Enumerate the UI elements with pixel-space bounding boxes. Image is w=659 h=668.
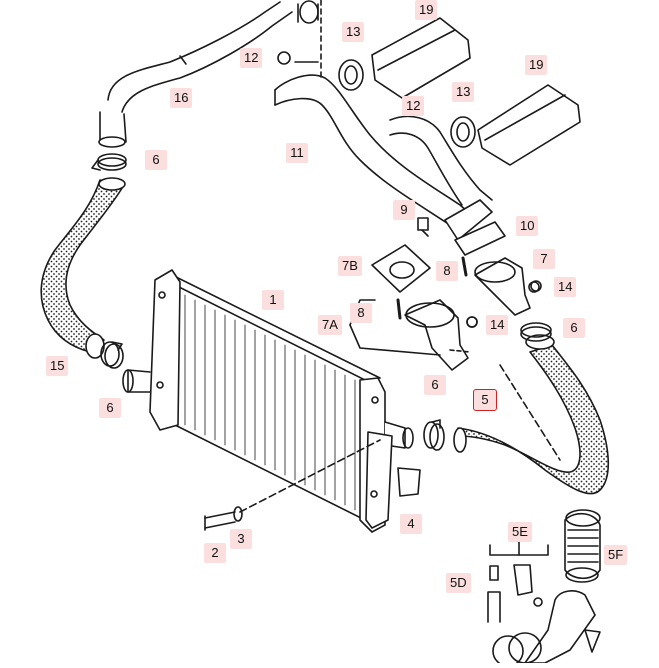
part-label-6-top[interactable]: 6 [145, 150, 167, 170]
sensor-5e [489, 539, 549, 607]
stud-8-lower [396, 298, 402, 320]
bolt-9 [417, 217, 429, 237]
part-label-16[interactable]: 16 [170, 88, 193, 108]
part-label-5e[interactable]: 5E [508, 522, 532, 542]
part-label-19-right[interactable]: 19 [525, 55, 548, 75]
part-label-12[interactable]: 12 [240, 48, 263, 68]
part-label-10[interactable]: 10 [516, 216, 539, 236]
bolt-14-lower [466, 316, 478, 328]
part-label-4[interactable]: 4 [400, 514, 422, 534]
part-label-9[interactable]: 9 [393, 200, 415, 220]
guide-line-hose [499, 364, 561, 461]
part-label-8-upper[interactable]: 8 [436, 261, 458, 281]
part-label-5f[interactable]: 5F [604, 545, 628, 565]
nut-12-top [277, 51, 291, 65]
part-label-15[interactable]: 15 [46, 356, 69, 376]
stud-8-upper [461, 256, 468, 277]
hose-clamp-upper-right [520, 322, 552, 342]
valve-cover-19-top [371, 17, 471, 99]
pipe-16 [98, 0, 319, 148]
bolt-2 [204, 511, 236, 531]
part-label-14-lower[interactable]: 14 [486, 315, 509, 335]
hose-5f [564, 509, 601, 583]
part-label-5d[interactable]: 5D [446, 573, 471, 593]
clip-5d [487, 591, 501, 623]
part-label-6-left[interactable]: 6 [99, 398, 121, 418]
part-label-8-lower[interactable]: 8 [350, 303, 372, 323]
valve-cover-19-right [477, 84, 581, 166]
part-label-6-lower[interactable]: 6 [424, 375, 446, 395]
guide-line-bolt [239, 439, 381, 513]
part-label-13[interactable]: 13 [342, 22, 365, 42]
bracket-4 [397, 467, 421, 497]
part-label-6-right[interactable]: 6 [563, 318, 585, 338]
guide-line-7a [449, 349, 471, 353]
hose-15 [40, 177, 126, 359]
hose-clamp-left [100, 341, 124, 369]
bracket-7a-bottom [349, 324, 441, 356]
washer-3 [233, 506, 243, 522]
hose-clamp-right [423, 419, 445, 451]
part-label-13-right[interactable]: 13 [452, 82, 475, 102]
part-label-3[interactable]: 3 [230, 529, 252, 549]
intake-tube [492, 590, 601, 667]
part-label-5-selected[interactable]: 5 [473, 389, 497, 411]
connector-7a [404, 299, 478, 371]
part-label-12-right[interactable]: 12 [402, 96, 425, 116]
part-label-7b[interactable]: 7B [338, 256, 362, 276]
connector-7 [474, 257, 540, 316]
part-label-7a[interactable]: 7A [318, 315, 342, 335]
gasket-13-right [450, 116, 476, 148]
manifold-pipe-11 [274, 74, 493, 233]
part-label-7[interactable]: 7 [533, 249, 555, 269]
part-label-2[interactable]: 2 [204, 543, 226, 563]
gasket-13-top [338, 59, 364, 91]
part-label-1[interactable]: 1 [262, 290, 284, 310]
hose-clamp-top [91, 153, 127, 171]
intercooler-1 [122, 269, 414, 533]
flange-10 [444, 199, 506, 256]
bolt-14-upper [530, 280, 542, 292]
flange-7b [371, 244, 431, 293]
part-label-11[interactable]: 11 [286, 143, 308, 163]
hose-5 [453, 334, 610, 495]
part-label-14-upper[interactable]: 14 [554, 277, 577, 297]
part-label-19[interactable]: 19 [415, 0, 438, 20]
